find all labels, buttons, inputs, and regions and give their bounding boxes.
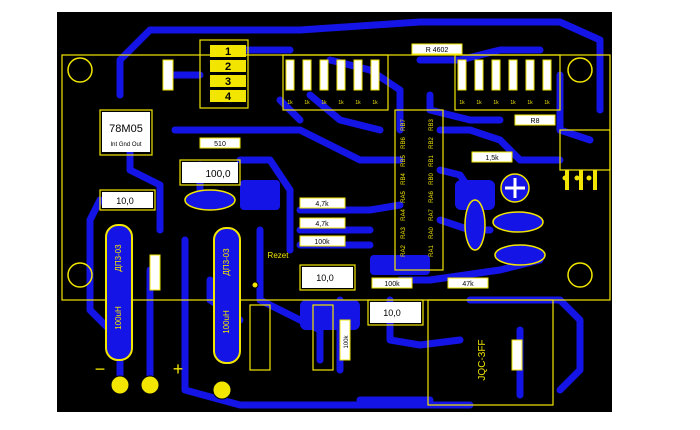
res-array-right-element <box>457 59 467 91</box>
mcu-pin-right-0: RB3 <box>429 119 435 131</box>
mcu-pin-right-1: RB2 <box>429 137 435 149</box>
mcu-pin-right-4: RA6 <box>429 191 435 203</box>
resistor-array-labels: 1k 1k 1k 1k 1k 1k 1k 1k 1k 1k 1k 1k <box>285 59 552 106</box>
mcu-pin-right-2: RB1 <box>429 155 435 167</box>
regulator-label: 78M05 <box>109 123 143 135</box>
res-array-right-element <box>491 59 501 91</box>
mcu-pin-left-7: RA2 <box>401 245 407 257</box>
transistor-pin-b: b <box>565 158 570 167</box>
cap-mid-outline <box>299 264 356 291</box>
res-array-left-element <box>370 59 380 91</box>
res-array-left-label-0: 1k <box>287 100 293 106</box>
choke-right-value: 100uH <box>222 310 231 334</box>
cap-top-outline <box>179 159 241 186</box>
label-r100k-b: 100k <box>384 281 400 288</box>
label-r4-7k-b: 4,7k <box>315 221 329 228</box>
mcu-pin-left-3: RB4 <box>401 173 407 185</box>
choke-left-value: 100uH <box>114 306 123 330</box>
cap-left-outline <box>99 189 156 211</box>
res-array-left-element <box>319 59 329 91</box>
transistor-pin-e: e <box>593 158 598 167</box>
mcu-outline <box>394 109 444 271</box>
resistor-bodies <box>149 43 556 371</box>
transistor-outline <box>559 129 611 171</box>
mounting-holes <box>67 57 593 288</box>
cap-10-low-label: 10,0 <box>383 308 401 318</box>
transistor-pin-k: k <box>579 158 584 167</box>
res-array-left-element <box>302 59 312 91</box>
label-r100k-c: 100k <box>344 334 350 348</box>
label-r100k-a: 100k <box>314 239 330 246</box>
res-array-right-label-3: 1k <box>510 100 516 106</box>
choke-left-part: ДП3-03 <box>114 244 123 272</box>
res-array-right-element <box>525 59 535 91</box>
reset-label: Rezet <box>268 251 290 260</box>
res-array-right-label-0: 1k <box>459 100 465 106</box>
res-array-left-label-3: 1k <box>338 100 344 106</box>
mcu-pin-right-5: RA7 <box>429 209 435 221</box>
label-r47k: 47k <box>462 281 474 288</box>
mcu-pin-left-2: RB5 <box>401 155 407 167</box>
polarity-minus: − <box>95 359 106 379</box>
res-array-right-label-2: 1k <box>493 100 499 106</box>
mcu-pin-left-5: RA4 <box>401 209 407 221</box>
res-array-left-outline <box>282 54 389 111</box>
res-array-left-label-1: 1k <box>304 100 310 106</box>
res-array-right-element <box>508 59 518 91</box>
mcu-pin-left-1: RB6 <box>401 137 407 149</box>
dip-number-2: 2 <box>225 61 231 73</box>
relay-label: JQC-3FF <box>477 339 488 380</box>
mcu-pin-right-7: RA1 <box>429 245 435 257</box>
cap-10-mid-label: 10,0 <box>316 273 334 283</box>
res-array-left-label-5: 1k <box>372 100 378 106</box>
dip-switch-segments <box>210 45 246 102</box>
res-array-right-element <box>542 59 552 91</box>
label-r1-5k: 1,5k <box>485 155 499 162</box>
res-array-left-label-2: 1k <box>321 100 327 106</box>
dip-number-3: 3 <box>225 76 231 88</box>
relay-outline <box>427 299 554 406</box>
dip-number-4: 4 <box>225 91 232 103</box>
ceramic-caps <box>184 173 546 266</box>
cap-10-left-label: 10,0 <box>116 196 134 206</box>
dip-switch-outline <box>199 39 249 109</box>
label-r510: 510 <box>214 141 226 148</box>
res-array-left-label-4: 1k <box>355 100 361 106</box>
cap-100-label: 100,0 <box>205 169 230 180</box>
res-array-right-label-1: 1k <box>476 100 482 106</box>
regulator-outline <box>99 109 153 156</box>
label-r8a: R8 <box>531 118 540 125</box>
choke-right-part: ДП3-03 <box>222 248 231 276</box>
dip-number-1: 1 <box>225 46 231 58</box>
mcu-pin-left-4: RA5 <box>401 191 407 203</box>
label-r4-7k-a: 4,7k <box>315 201 329 208</box>
res-array-right-outline <box>454 54 561 111</box>
mcu-pin-right-3: RB0 <box>429 173 435 185</box>
transistor-leads <box>565 170 597 190</box>
mcu-pin-right-6: RA0 <box>429 227 435 239</box>
label-r4602: R 4602 <box>426 47 449 54</box>
mcu-pin-left-6: RA3 <box>401 227 407 239</box>
res-array-left-element <box>336 59 346 91</box>
res-array-left-element <box>353 59 363 91</box>
res-array-left-element <box>285 59 295 91</box>
regulator-pins: Int Gnd Out <box>110 142 141 148</box>
res-array-right-label-5: 1k <box>544 100 550 106</box>
polarity-plus: + <box>173 359 184 379</box>
res-array-right-element <box>474 59 484 91</box>
silkscreen <box>61 39 611 406</box>
res-array-right-label-4: 1k <box>527 100 533 106</box>
cap-low-outline <box>367 299 424 326</box>
mcu-pin-left-0: RB7 <box>401 119 407 131</box>
chokes <box>105 224 241 364</box>
